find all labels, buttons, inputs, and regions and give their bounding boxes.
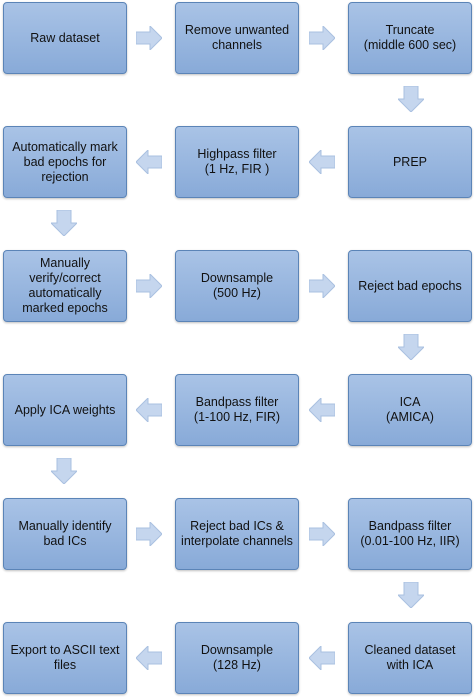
box-reject-bad-epochs: Reject bad epochs bbox=[348, 250, 472, 322]
box-auto-mark-bad-epochs: Automatically mark bad epochs for reject… bbox=[3, 126, 127, 198]
arrow-right-icon bbox=[309, 26, 335, 50]
box-ica-amica: ICA (AMICA) bbox=[348, 374, 472, 446]
box-truncate: Truncate (middle 600 sec) bbox=[348, 2, 472, 74]
box-manually-verify: Manually verify/correct automatically ma… bbox=[3, 250, 127, 322]
box-prep: PREP bbox=[348, 126, 472, 198]
arrow-left-icon bbox=[136, 646, 162, 670]
box-bandpass-filter-iir: Bandpass filter (0.01-100 Hz, IIR) bbox=[348, 498, 472, 570]
box-highpass-filter: Highpass filter (1 Hz, FIR ) bbox=[175, 126, 299, 198]
box-apply-ica-weights: Apply ICA weights bbox=[3, 374, 127, 446]
arrow-right-icon bbox=[136, 522, 162, 546]
arrow-right-icon bbox=[309, 522, 335, 546]
box-reject-bad-ics: Reject bad ICs & interpolate channels bbox=[175, 498, 299, 570]
arrow-right-icon bbox=[136, 26, 162, 50]
box-raw-dataset: Raw dataset bbox=[3, 2, 127, 74]
arrow-right-icon bbox=[136, 274, 162, 298]
box-downsample-500: Downsample (500 Hz) bbox=[175, 250, 299, 322]
box-export-ascii: Export to ASCII text files bbox=[3, 622, 127, 694]
arrow-left-icon bbox=[136, 150, 162, 174]
arrow-right-icon bbox=[309, 274, 335, 298]
arrow-down-icon bbox=[398, 86, 424, 112]
arrow-left-icon bbox=[309, 398, 335, 422]
arrow-left-icon bbox=[309, 646, 335, 670]
box-remove-unwanted-channels: Remove unwanted channels bbox=[175, 2, 299, 74]
arrow-down-icon bbox=[51, 458, 77, 484]
arrow-down-icon bbox=[398, 334, 424, 360]
box-manually-identify-bad-ics: Manually identify bad ICs bbox=[3, 498, 127, 570]
arrow-down-icon bbox=[51, 210, 77, 236]
box-downsample-128: Downsample (128 Hz) bbox=[175, 622, 299, 694]
arrow-left-icon bbox=[309, 150, 335, 174]
arrow-left-icon bbox=[136, 398, 162, 422]
box-cleaned-dataset: Cleaned dataset with ICA bbox=[348, 622, 472, 694]
arrow-down-icon bbox=[398, 582, 424, 608]
box-bandpass-filter-fir: Bandpass filter (1-100 Hz, FIR) bbox=[175, 374, 299, 446]
